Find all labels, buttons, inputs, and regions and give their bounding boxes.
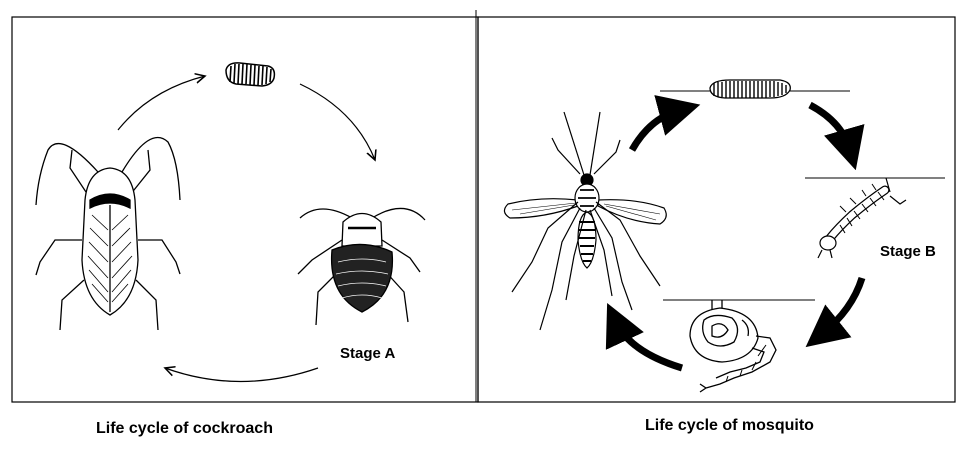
arrow-eggs-to-larva xyxy=(808,101,865,171)
mosquito-caption: Life cycle of mosquito xyxy=(645,417,814,434)
cockroach-nymph xyxy=(297,207,426,326)
arrow-nymph-to-adult xyxy=(165,368,319,383)
cockroach-adult xyxy=(35,136,181,331)
arrow-egg-to-nymph xyxy=(299,83,375,160)
arrow-larva-to-pupa xyxy=(805,276,866,348)
mosquito-pupa xyxy=(689,300,777,393)
mosquito-egg-raft xyxy=(709,79,791,99)
stage-a-label: Stage A xyxy=(340,345,395,362)
arrow-pupa-to-adult xyxy=(605,302,684,372)
cockroach-caption: Life cycle of cockroach xyxy=(96,420,273,437)
mosquito-adult xyxy=(503,111,667,331)
mosquito-panel xyxy=(477,16,956,403)
stage-b-label: Stage B xyxy=(880,243,936,260)
mosquito-larva xyxy=(817,177,907,259)
arrow-adult-to-egg xyxy=(117,76,205,131)
arrow-adult-to-eggs xyxy=(628,95,701,152)
cockroach-egg-case xyxy=(225,62,276,87)
